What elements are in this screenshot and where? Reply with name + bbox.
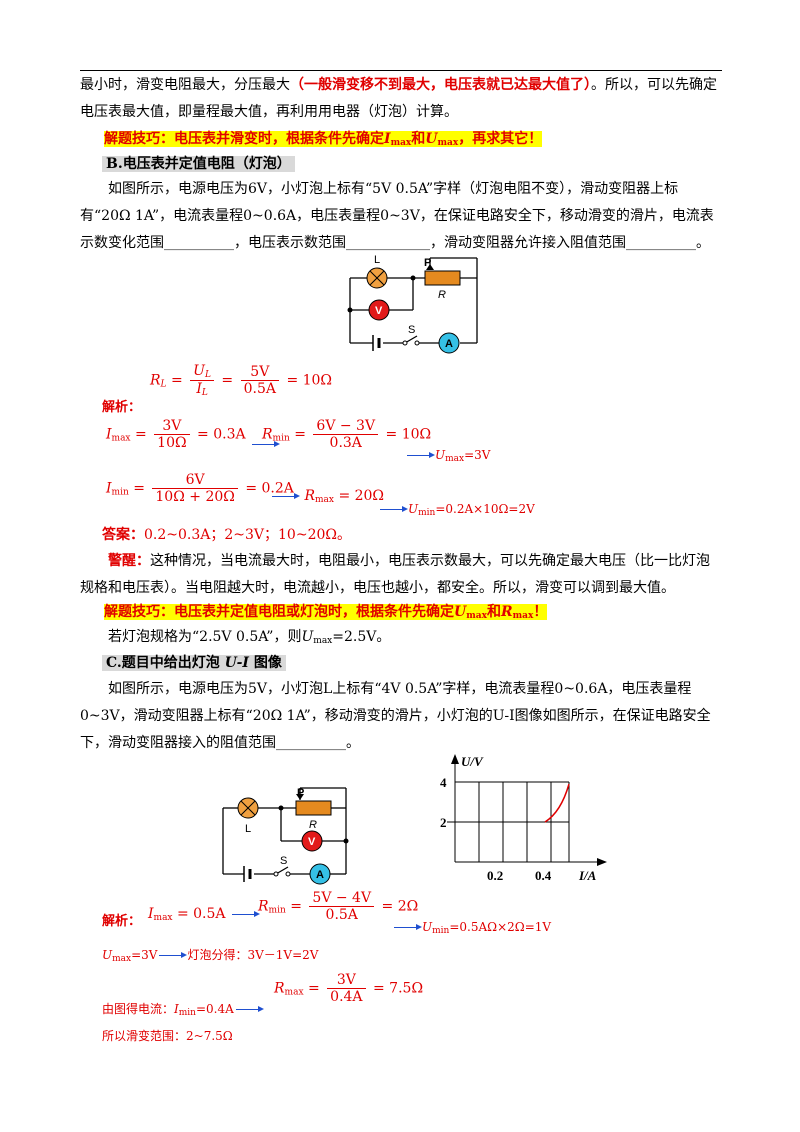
resistor-label: R	[438, 289, 446, 301]
voltmeter-label: V	[375, 305, 383, 317]
intro-text: 最小时，滑变电阻最大，分压最大	[80, 77, 290, 93]
umax-result: Umax=3V	[405, 448, 490, 464]
intro-text-end: 。所以，可以先确定电压表最大值，即量程最大值，再利用用电器（灯泡）计算。	[80, 77, 717, 120]
umin-result: Umin=0.2A×10Ω=2V	[378, 502, 535, 518]
answer-b: 答案：0.2~0.3A；2~3V；10~20Ω。	[102, 527, 351, 543]
section-b-title: B.电压表并定值电阻（灯泡）	[102, 151, 744, 178]
c-line4: 所以滑变范围：2~7.5Ω	[102, 1029, 233, 1043]
tip-2: 解题技巧：电压表并定值电阻或灯泡时，根据条件先确定Umax和Rmax！	[104, 604, 548, 621]
x-tick-02: 0.2	[487, 868, 503, 883]
header-rule	[80, 70, 722, 71]
solution-b-label: 解析：	[102, 400, 142, 415]
intro-red-note: （一般滑变移不到最大，电压表就已达最大值了）	[290, 77, 591, 93]
warning-b: 警醒：这种情况，当电流最大时，电阻最小，电压表示数最大，可以先确定最大电压（比一…	[80, 553, 710, 596]
section-b-problem: 如图所示，电源电压为6V，小灯泡上标有“5V 0.5A”字样（灯泡电阻不变），滑…	[80, 181, 714, 251]
switch-label: S	[408, 324, 415, 336]
ammeter-label: A	[445, 338, 453, 350]
slider-label: P	[424, 257, 431, 269]
slider-label-2: P	[297, 787, 304, 799]
section-c-problem: 如图所示，电源电压为5V，小灯泡L上标有“4V 0.5A”字样，电流表量程0~0…	[80, 681, 711, 751]
switch-label-2: S	[280, 855, 287, 867]
note-b: 若灯泡规格为“2.5V 0.5A”，则Umax=2.5V。	[108, 629, 391, 646]
tip-label: 解题技巧：	[104, 131, 174, 147]
formula-rmax: Rmax = 20Ω	[270, 488, 384, 505]
c-umin-result: Umin=0.5AΩ×2Ω=1V	[392, 920, 551, 936]
y-tick-4: 4	[440, 775, 447, 790]
lamp-label: L	[374, 254, 380, 266]
ui-graph: U/V 4 2 0.2 0.4 I/A	[440, 754, 607, 883]
paragraph-intro: 最小时，滑变电阻最大，分压最大（一般滑变移不到最大，电压表就已达最大值了）。所以…	[80, 72, 722, 126]
tip-1: 解题技巧：电压表并滑变时，根据条件先确定Imax和Umax，再求其它！	[104, 131, 543, 148]
c-line3: 由图得电流：Imin=0.4A	[102, 1000, 264, 1018]
x-tick-04: 0.4	[535, 868, 552, 883]
voltmeter-label-2: V	[308, 836, 316, 848]
formula-c-imax: Imax = 0.5A	[148, 906, 260, 923]
solution-c-label: 解析：	[102, 914, 142, 929]
circuit-diagram-2: L P R V A S	[222, 787, 349, 885]
x-axis-label: I/A	[578, 868, 597, 883]
resistor-label-2: R	[309, 819, 317, 831]
ammeter-label-2: A	[316, 869, 324, 881]
section-c-title: C.题目中给出灯泡 U-I 图像	[102, 650, 744, 677]
y-tick-2: 2	[440, 815, 447, 830]
circuit-diagram-1: L P R V A S	[347, 254, 478, 354]
lamp-label-2: L	[245, 823, 251, 835]
y-axis-label: U/V	[461, 754, 484, 769]
